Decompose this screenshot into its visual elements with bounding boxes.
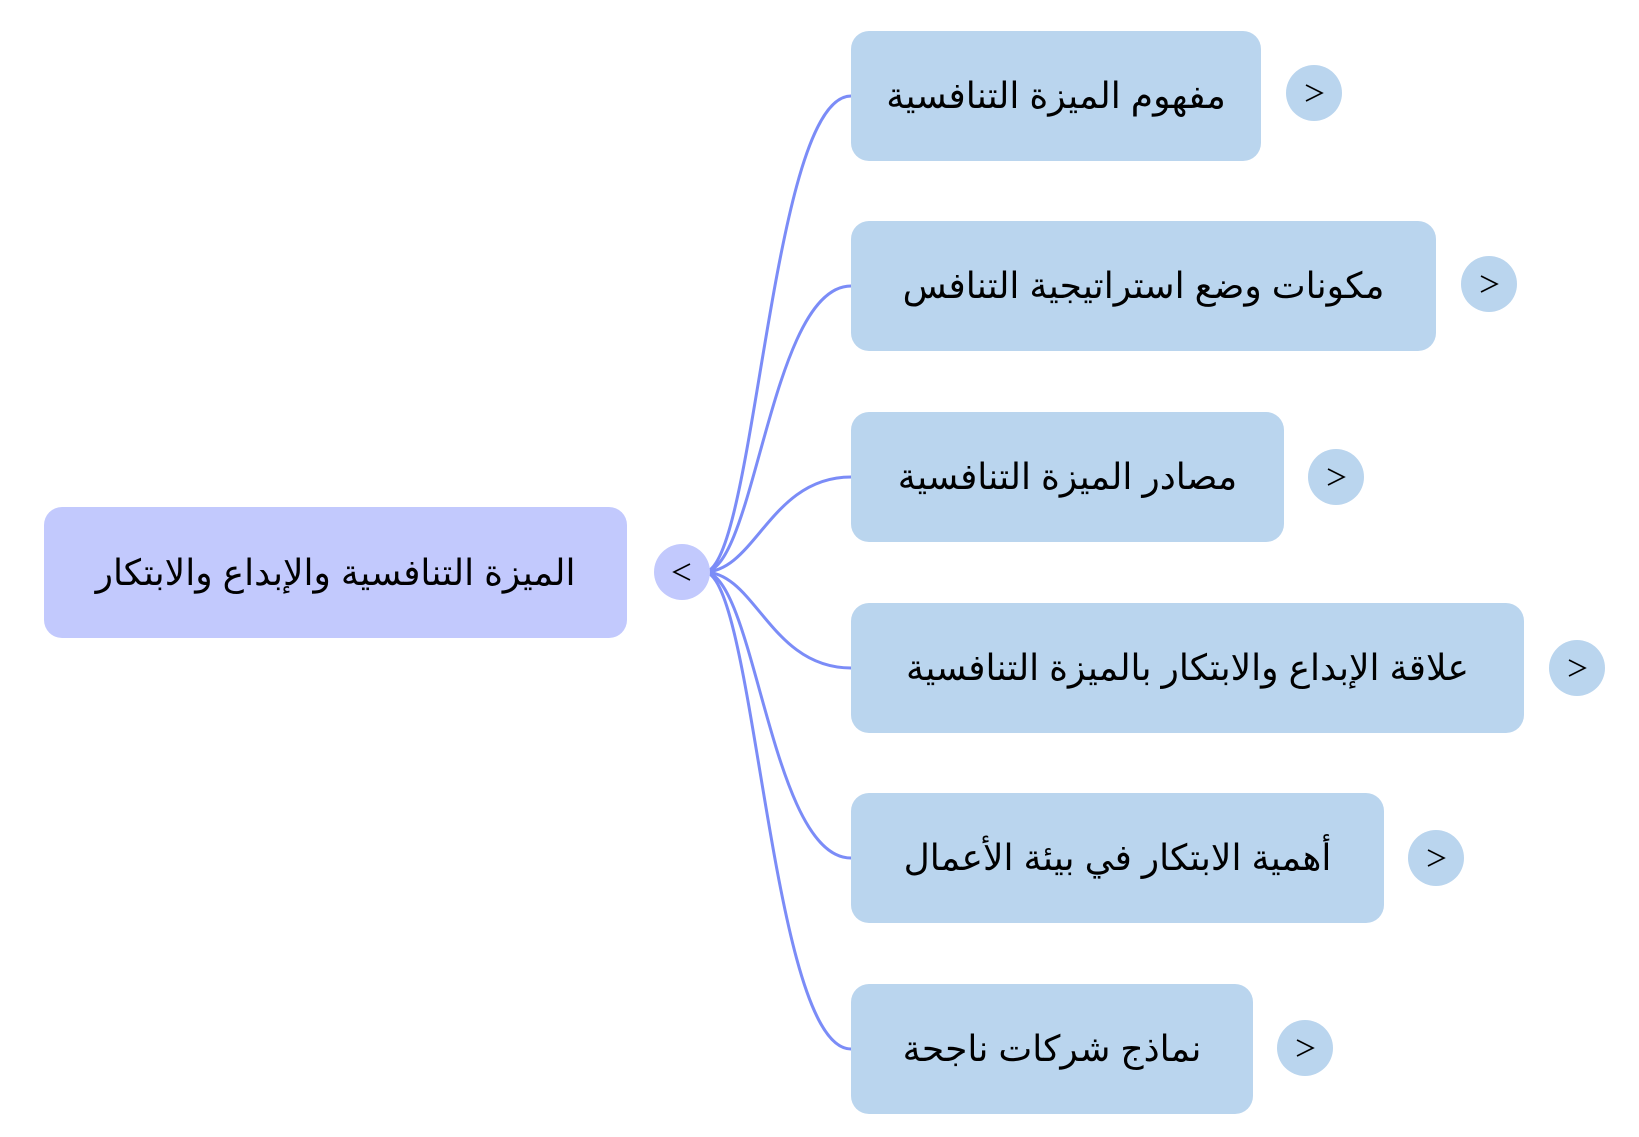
child-expand-toggle[interactable] — [1277, 1020, 1333, 1076]
child-node-label: نماذج شركات ناجحة — [902, 1028, 1202, 1069]
child-node-relationship[interactable]: علاقة الإبداع والابتكار بالميزة التنافسي… — [851, 603, 1524, 733]
child-expand-toggle[interactable] — [1308, 449, 1364, 505]
connector-line — [703, 475, 852, 574]
child-node-label: علاقة الإبداع والابتكار بالميزة التنافسي… — [906, 647, 1469, 688]
root-node[interactable]: الميزة التنافسية والإبداع والابتكار — [44, 507, 627, 638]
child-node-concept[interactable]: مفهوم الميزة التنافسية — [851, 31, 1261, 161]
child-node-label: مكونات وضع استراتيجية التنافس — [902, 265, 1385, 306]
connector-line — [703, 570, 852, 670]
connector-line — [703, 570, 852, 1051]
child-node-label: أهمية الابتكار في بيئة الأعمال — [903, 837, 1332, 878]
child-node-importance[interactable]: أهمية الابتكار في بيئة الأعمال — [851, 793, 1384, 923]
chevron-right-icon — [1327, 468, 1346, 486]
child-node-label: مصادر الميزة التنافسية — [897, 456, 1238, 497]
connector-line — [703, 284, 852, 574]
connector-line — [703, 570, 852, 860]
connector-line — [703, 94, 852, 574]
child-node-strategy-components[interactable]: مكونات وضع استراتيجية التنافس — [851, 221, 1436, 351]
chevron-left-icon — [672, 563, 691, 581]
root-node-label: الميزة التنافسية والإبداع والابتكار — [95, 551, 576, 593]
root-collapse-toggle[interactable] — [654, 544, 710, 600]
chevron-right-icon — [1305, 84, 1324, 102]
child-node-sources[interactable]: مصادر الميزة التنافسية — [851, 412, 1284, 542]
child-expand-toggle[interactable] — [1286, 65, 1342, 121]
child-expand-toggle[interactable] — [1461, 256, 1517, 312]
child-expand-toggle[interactable] — [1408, 830, 1464, 886]
child-node-label: مفهوم الميزة التنافسية — [886, 75, 1226, 116]
chevron-right-icon — [1296, 1039, 1315, 1057]
child-expand-toggle[interactable] — [1549, 640, 1605, 696]
chevron-right-icon — [1427, 849, 1446, 867]
chevron-right-icon — [1480, 275, 1499, 293]
child-node-successful-companies[interactable]: نماذج شركات ناجحة — [851, 984, 1253, 1114]
chevron-right-icon — [1568, 659, 1587, 677]
